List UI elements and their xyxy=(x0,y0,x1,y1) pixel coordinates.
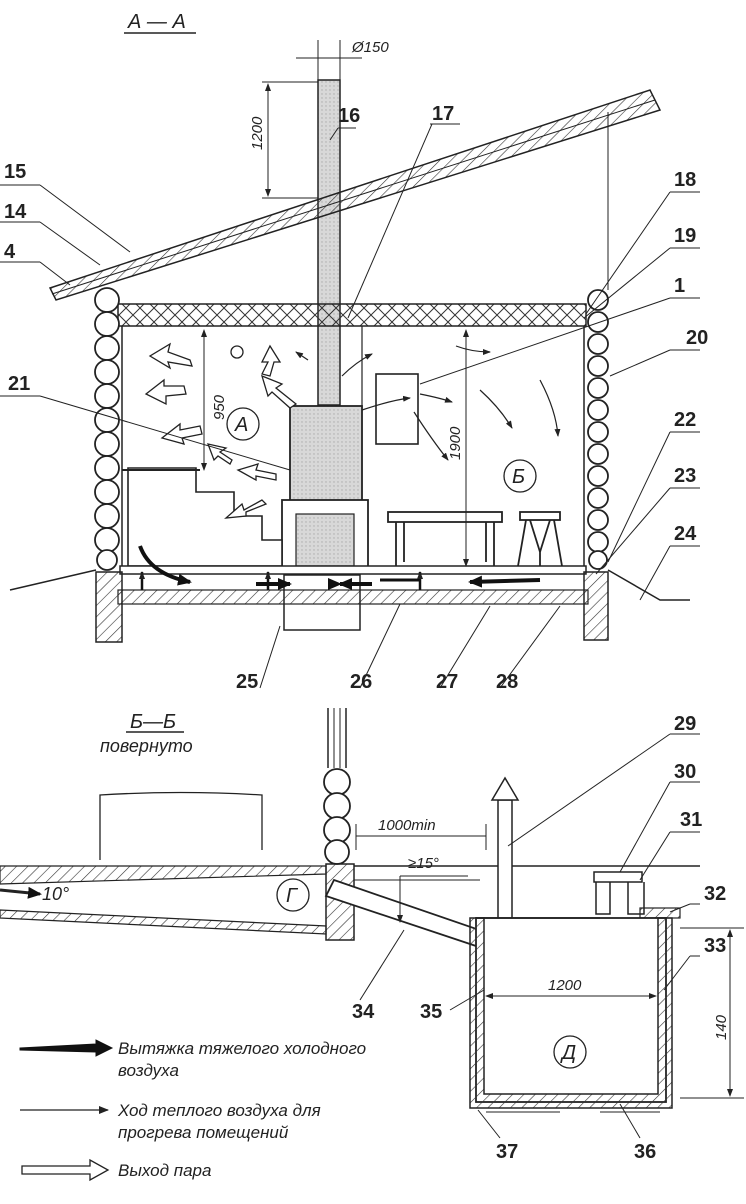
chimney-pipe xyxy=(317,79,341,406)
right-log-wall xyxy=(587,289,609,570)
table xyxy=(387,511,503,566)
legend-warm-air: Ход теплого воздуха для прогрева помещен… xyxy=(20,1101,321,1142)
stool xyxy=(517,511,563,567)
callout-24: 24 xyxy=(674,523,697,545)
callout-26: 27 xyxy=(436,671,458,693)
floor xyxy=(119,565,587,575)
septic-pit xyxy=(475,917,667,1103)
chimney-height-label: 1200 xyxy=(249,116,266,150)
zone-g-label: Г xyxy=(286,885,299,907)
callout-32: 30 xyxy=(674,761,696,783)
right-foundation xyxy=(583,571,609,641)
left-foundation xyxy=(95,571,123,643)
callout-18: 16 xyxy=(338,105,360,127)
legend-steam-text: Выход пара xyxy=(118,1161,211,1180)
chimney-diameter-label: Ø150 xyxy=(351,39,389,56)
sauna-shelves xyxy=(127,467,283,567)
callout-15: 4 xyxy=(4,241,16,263)
pipe-slope-label: ≥15° xyxy=(408,855,439,872)
callout-30: 35 xyxy=(420,1001,442,1023)
pit-width-label: 1200 xyxy=(548,977,582,994)
roof xyxy=(48,89,662,301)
section-aa: А — А Ø150 1200 xyxy=(0,11,700,689)
shelf-height-label: 950 xyxy=(211,394,228,420)
legend: Вытяжка тяжелого холодного воздуха Ход т… xyxy=(19,1039,366,1182)
legend-warm-air-line1: Ход теплого воздуха для xyxy=(117,1101,321,1120)
callout-21: 19 xyxy=(674,225,696,247)
window xyxy=(375,373,419,445)
callout-33: 31 xyxy=(680,809,702,831)
callout-28: 25 xyxy=(236,671,258,693)
warm-air-arrows xyxy=(295,345,561,461)
pit-cover xyxy=(593,871,643,883)
subfloor xyxy=(117,589,589,605)
zone-b-label: Б xyxy=(512,466,525,488)
callout-22: 22 xyxy=(674,409,696,431)
section-bb-title: Б—Б xyxy=(130,711,176,733)
callout-36: 36 xyxy=(634,1141,656,1163)
cold-air-arrows xyxy=(138,545,541,590)
callout-34: 32 xyxy=(704,883,726,905)
ceiling xyxy=(117,303,587,327)
callout-17: 15 xyxy=(4,161,26,183)
legend-cold-air-line1: Вытяжка тяжелого холодного xyxy=(118,1039,366,1058)
callout-31: 29 xyxy=(674,713,696,735)
callout-37: 37 xyxy=(496,1141,518,1163)
legend-cold-air: Вытяжка тяжелого холодного воздуха xyxy=(19,1039,366,1080)
section-aa-title: А — А xyxy=(127,11,186,33)
callout-23: 23 xyxy=(674,465,696,487)
zone-d-label: Д xyxy=(560,1042,576,1064)
callout-20: 18 xyxy=(674,169,696,191)
steam-arrows xyxy=(144,342,298,519)
legend-steam: Выход пара xyxy=(21,1158,211,1182)
callout-1: 20 xyxy=(686,327,708,349)
callout-16: 14 xyxy=(4,201,27,223)
pit-depth-label: 140 xyxy=(713,1014,730,1040)
floor-slope-label: 10° xyxy=(42,884,69,904)
callout-27: 26 xyxy=(350,671,372,693)
section-bb: Б—Б повернуто 10° Г 1000min xyxy=(0,708,744,1139)
callout-19: 17 xyxy=(432,103,454,125)
section-bb-subtitle: повернуто xyxy=(100,736,193,756)
callout-4: 21 xyxy=(8,373,30,395)
vent-pipe xyxy=(497,799,513,931)
left-log-wall xyxy=(94,287,120,571)
zone-a-label: А xyxy=(234,414,248,436)
distance-min-label: 1000min xyxy=(378,817,436,834)
callout-14: 1 xyxy=(674,275,685,297)
ceiling-height-label: 1900 xyxy=(447,426,464,460)
callout-35: 33 xyxy=(704,935,726,957)
legend-cold-air-line2: воздуха xyxy=(118,1061,179,1080)
callout-25: 28 xyxy=(496,671,518,693)
callout-29: 34 xyxy=(352,1001,375,1023)
legend-warm-air-line2: прогрева помещений xyxy=(118,1123,289,1142)
